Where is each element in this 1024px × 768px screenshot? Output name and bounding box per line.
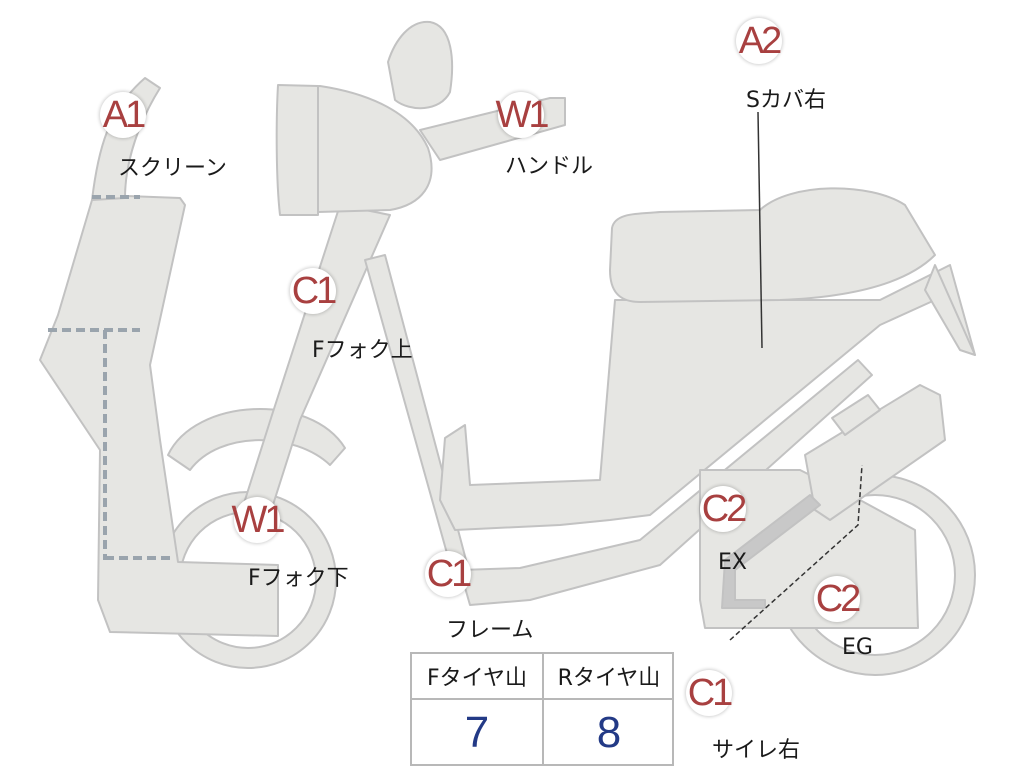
marker-c1-fork-upper: C1 (290, 268, 338, 314)
marker-c2-eg: C2 (814, 576, 862, 622)
tire-depth-table: Fタイヤ山 Rタイヤ山 7 8 (410, 652, 674, 766)
marker-w1-handle: W1 (495, 92, 550, 138)
marker-w1-fork-lower: W1 (231, 497, 286, 543)
label-ex: EX (718, 550, 747, 575)
label-s-cover-right: Sカバ右 (746, 88, 826, 113)
rear-cowl (439, 264, 976, 531)
seat (609, 187, 936, 303)
label-eg: EG (842, 635, 873, 660)
marker-c2-ex-code: C2 (701, 488, 748, 530)
rear-tire-header: Rタイヤ山 (544, 654, 674, 700)
marker-a2: A2 (736, 18, 782, 64)
label-frame: フレーム (446, 618, 534, 643)
marker-c1-silencer-code: C1 (687, 672, 734, 714)
marker-w1-handle-code: W1 (495, 94, 550, 136)
marker-c2-ex: C2 (700, 486, 748, 532)
label-handle: ハンドル (505, 154, 594, 179)
table-divider (542, 654, 544, 764)
rear-tire-value: 8 (596, 708, 622, 757)
leader-line-c1-silencer (729, 464, 863, 641)
rear-shock (831, 394, 881, 436)
marker-w1-fork-lower-code: W1 (231, 499, 286, 541)
front-tire-header: Fタイヤ山 (412, 654, 542, 700)
floor-frame (459, 359, 873, 606)
label-fork-lower: Fフォク下 (248, 566, 349, 591)
front-fork (237, 204, 391, 531)
marker-c2-eg-code: C2 (815, 578, 862, 620)
marker-c1-fork-upper-code: C1 (291, 270, 338, 312)
front-fender (167, 408, 346, 471)
front-tire-value: 7 (464, 708, 490, 757)
marker-c1-frame-code: C1 (426, 553, 473, 595)
mirror (387, 20, 454, 110)
marker-a1-code: A1 (102, 94, 147, 136)
label-fork-upper: Fフォク上 (312, 338, 413, 363)
label-silencer-right: サイレ右 (712, 738, 801, 763)
marker-a2-code: A2 (738, 20, 783, 62)
marker-a1: A1 (100, 92, 146, 138)
marker-c1-frame: C1 (425, 551, 473, 597)
frame-tube (364, 254, 471, 583)
exhaust-pipe (721, 494, 821, 609)
rear-fender (924, 264, 976, 356)
leader-line-a2 (757, 111, 763, 349)
headlight (275, 84, 319, 216)
label-screen: スクリーン (118, 156, 227, 181)
marker-c1-silencer: C1 (686, 670, 734, 716)
